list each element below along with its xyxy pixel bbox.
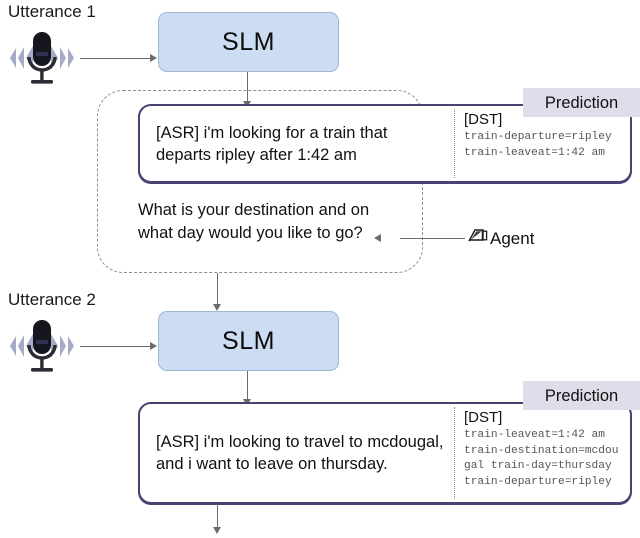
- asr-text-turn2: [ASR] i'm looking to travel to mcdougal,…: [156, 433, 444, 473]
- connector-turn1-slm2-head: [213, 304, 222, 311]
- asr-text-pane-turn1: [ASR] i'm looking for a train that depar…: [140, 106, 454, 181]
- connector-turn1-slm2: [217, 273, 219, 307]
- dst-lines-turn1: train-departure=ripley train-leaveat=1:4…: [464, 131, 612, 159]
- connector-slm2-asr2: [247, 371, 249, 402]
- asr-text-pane-turn2: [ASR] i'm looking to travel to mcdougal,…: [140, 404, 454, 502]
- connector-mic1-slm1-head: [150, 53, 157, 62]
- microphone-icon: [4, 26, 80, 95]
- prediction-badge-turn1: Prediction: [523, 88, 640, 117]
- card-divider-turn2: [454, 407, 455, 499]
- prediction-badge-label-turn2: Prediction: [544, 386, 619, 405]
- agent-tag: Agent: [467, 227, 534, 250]
- slm-box-turn2[interactable]: SLM: [158, 311, 339, 371]
- connector-slm1-asr1: [247, 72, 249, 104]
- utterance-1-label: Utterance 1: [8, 2, 96, 21]
- asr-dst-card-turn1[interactable]: [ASR] i'm looking for a train that depar…: [138, 104, 632, 183]
- card-divider-turn1: [454, 109, 455, 178]
- agent-label: Agent: [490, 228, 535, 248]
- connector-agent-reply-head: [374, 233, 381, 242]
- dst-header-turn2: [DST]: [464, 409, 503, 426]
- dst-pane-turn1: [DST] train-departure=ripley train-leave…: [455, 106, 630, 181]
- slm-label-turn1: SLM: [222, 27, 275, 56]
- slm-box-turn1[interactable]: SLM: [158, 12, 339, 72]
- connector-agent-reply: [400, 238, 465, 240]
- connector-mic1-slm1: [80, 58, 151, 60]
- microphone-icon: [4, 314, 80, 383]
- prediction-badge-turn2: Prediction: [523, 381, 640, 410]
- slm-label-turn2: SLM: [222, 326, 275, 355]
- connector-turn2-next-head: [213, 527, 222, 534]
- connector-mic2-slm2: [80, 346, 151, 348]
- connector-turn2-next: [217, 504, 219, 530]
- asr-dst-card-turn2[interactable]: [ASR] i'm looking to travel to mcdougal,…: [138, 402, 632, 504]
- dst-lines-turn2: train-leaveat=1:42 am train-destination=…: [464, 429, 619, 488]
- dst-pane-turn2: [DST] train-leaveat=1:42 am train-destin…: [455, 404, 630, 502]
- prediction-badge-label-turn1: Prediction: [544, 93, 619, 112]
- agent-icon: [467, 227, 488, 250]
- dst-header-turn1: [DST]: [464, 111, 503, 128]
- utterance-2-label: Utterance 2: [8, 290, 96, 309]
- agent-reply-turn1: What is your destination and on what day…: [138, 201, 370, 242]
- connector-mic2-slm2-head: [150, 341, 157, 350]
- asr-text-turn1: [ASR] i'm looking for a train that depar…: [156, 123, 388, 164]
